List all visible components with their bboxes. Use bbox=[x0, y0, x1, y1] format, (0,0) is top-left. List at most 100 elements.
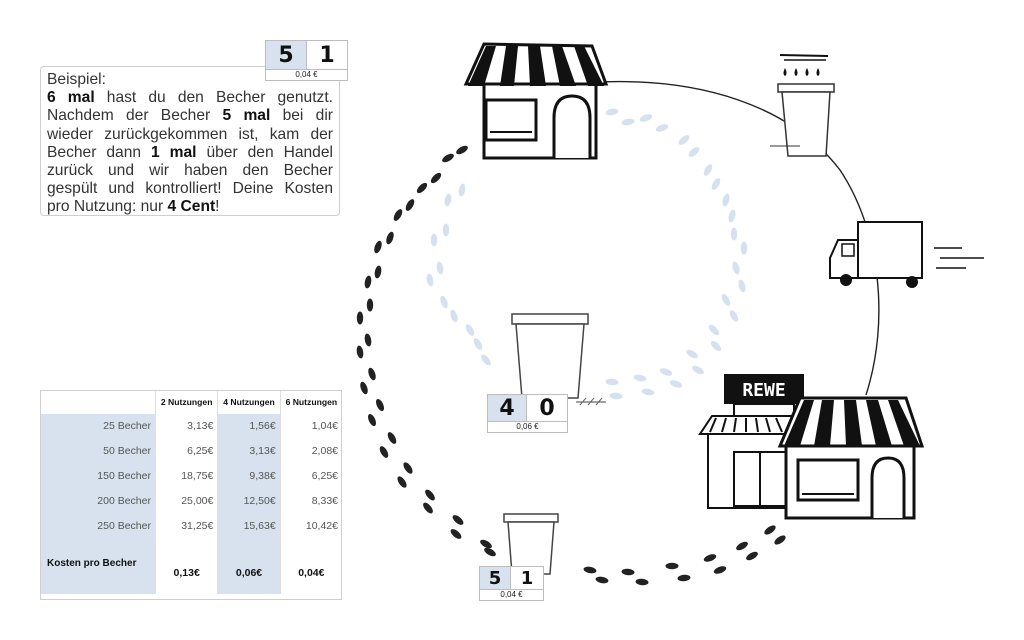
footprint bbox=[480, 539, 492, 549]
total-cell: 0,04€ bbox=[279, 551, 342, 594]
footprint bbox=[484, 547, 496, 557]
counter-middle-price: 0,06 € bbox=[487, 422, 568, 433]
counter-middle-left: 4 bbox=[488, 395, 526, 421]
truck-icon bbox=[829, 221, 984, 288]
footprint bbox=[677, 574, 691, 582]
total-cell: 0,13€ bbox=[154, 551, 218, 594]
footprint bbox=[374, 265, 382, 279]
footprint bbox=[740, 241, 748, 255]
footprint bbox=[368, 367, 376, 381]
footprint bbox=[405, 199, 415, 211]
store-sign-text: REWE bbox=[742, 380, 785, 401]
footprint bbox=[386, 231, 394, 245]
footprint bbox=[403, 462, 413, 474]
footprint bbox=[416, 182, 428, 194]
counter-bottom-left: 5 bbox=[480, 567, 510, 589]
footprint bbox=[364, 333, 372, 347]
footprint bbox=[730, 227, 738, 241]
footprint bbox=[732, 261, 740, 275]
table-header-col3: 6 Nutzungen bbox=[279, 390, 342, 414]
total-label: Kosten pro Becher bbox=[40, 551, 156, 594]
table-total-row: Kosten pro Becher 0,13€ 0,06€ 0,04€ bbox=[40, 551, 342, 594]
footprint bbox=[456, 145, 468, 155]
footprint bbox=[746, 551, 758, 561]
cell: 2,08€ bbox=[279, 438, 342, 464]
footprint bbox=[366, 298, 374, 312]
footprint bbox=[481, 354, 491, 366]
footprint bbox=[688, 147, 700, 157]
dark-footprints bbox=[356, 145, 786, 586]
footprint bbox=[665, 562, 679, 570]
footprint bbox=[442, 223, 450, 237]
footprint bbox=[360, 381, 368, 395]
counter-top-right: 1 bbox=[306, 41, 347, 69]
example-heading: Beispiel: bbox=[47, 71, 106, 88]
footprint bbox=[621, 568, 635, 576]
footprint bbox=[635, 578, 649, 586]
footprint bbox=[426, 273, 434, 287]
cell: 3,13€ bbox=[217, 438, 281, 464]
footprint bbox=[387, 432, 397, 444]
footprint bbox=[605, 378, 619, 386]
cell: 10,42€ bbox=[279, 513, 342, 538]
footprint bbox=[379, 446, 389, 458]
footprint bbox=[692, 365, 704, 375]
footprint bbox=[721, 294, 731, 306]
footprint bbox=[728, 209, 736, 223]
counter-top-left: 5 bbox=[266, 41, 306, 69]
table-row: 250 Becher 31,25€ 15,63€ 10,42€ bbox=[40, 513, 342, 538]
cell: 18,75€ bbox=[154, 463, 218, 489]
example-count-back: 5 mal bbox=[222, 107, 271, 125]
cell: 6,25€ bbox=[279, 463, 342, 489]
cell: 3,13€ bbox=[154, 414, 218, 439]
footprint bbox=[736, 541, 748, 551]
example-text-1: hast du den Becher genutzt. Nachdem der … bbox=[47, 89, 333, 125]
light-footprints bbox=[426, 108, 748, 400]
footprint bbox=[639, 114, 653, 122]
table-corner bbox=[40, 390, 156, 414]
counter-bottom-right: 1 bbox=[510, 567, 543, 589]
footprint bbox=[473, 338, 483, 350]
footprint bbox=[465, 324, 475, 336]
footprint bbox=[393, 209, 403, 221]
footprint bbox=[430, 233, 438, 247]
footprint bbox=[364, 275, 372, 289]
table-row: 200 Becher 25,00€ 12,50€ 8,33€ bbox=[40, 488, 342, 514]
footprint bbox=[722, 193, 730, 207]
footprint bbox=[452, 515, 464, 525]
cell: 1,56€ bbox=[217, 414, 281, 439]
footprint bbox=[710, 340, 722, 352]
counter-middle: 4 0 0,06 € bbox=[487, 394, 568, 433]
row-label: 200 Becher bbox=[40, 488, 156, 514]
shop-icon bbox=[463, 42, 609, 160]
table-header-row: 2 Nutzungen 4 Nutzungen 6 Nutzungen bbox=[40, 390, 342, 414]
footprint bbox=[774, 535, 786, 545]
cell: 9,38€ bbox=[217, 463, 281, 489]
cup-middle-icon bbox=[511, 313, 606, 406]
table-header-col1: 2 Nutzungen bbox=[154, 390, 218, 414]
cycle-line bbox=[599, 80, 880, 396]
footprint bbox=[655, 124, 669, 132]
footprint bbox=[376, 398, 384, 412]
example-text-3: über den Handel zurück und wir haben den… bbox=[47, 143, 333, 216]
row-label: 25 Becher bbox=[40, 414, 156, 439]
example-cost: 4 Cent bbox=[167, 198, 216, 216]
example-textbox: Beispiel: 6 mal hast du den Becher genut… bbox=[40, 66, 340, 216]
footprint bbox=[708, 324, 720, 336]
row-label: 50 Becher bbox=[40, 438, 156, 464]
footprint bbox=[609, 392, 623, 400]
footprint bbox=[703, 554, 717, 562]
footprint bbox=[450, 529, 462, 539]
footprint bbox=[430, 172, 442, 184]
footprint bbox=[444, 193, 452, 207]
table-row: 150 Becher 18,75€ 9,38€ 6,25€ bbox=[40, 463, 342, 489]
table-row: 25 Becher 3,13€ 1,56€ 1,04€ bbox=[40, 414, 342, 439]
table-spacer bbox=[40, 537, 342, 552]
footprint bbox=[711, 178, 721, 190]
cell: 8,33€ bbox=[279, 488, 342, 514]
counter-top-price: 0,04 € bbox=[265, 70, 348, 81]
cell: 31,25€ bbox=[154, 513, 218, 538]
footprint bbox=[703, 164, 713, 176]
footprint bbox=[669, 380, 683, 388]
